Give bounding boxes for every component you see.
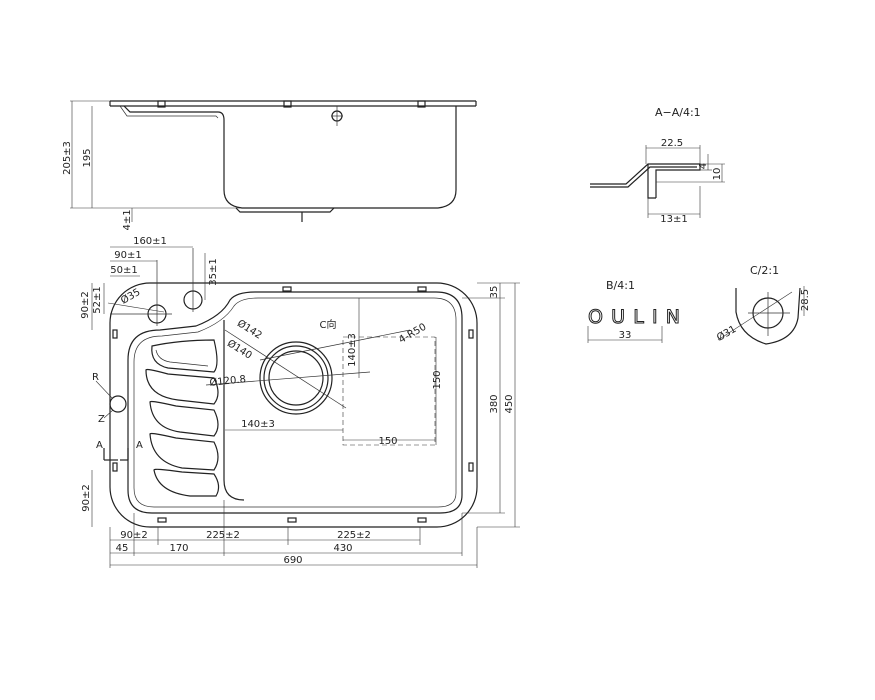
dim-right-380: 380 [489,394,500,413]
dim-bottom-90: 90±2 [120,530,147,541]
detail-c-dim-31: Ø31 [715,323,739,344]
dim-h140: 140±3 [241,419,275,430]
dim-bottom-225b: 225±2 [337,530,371,541]
aa-dim-225: 22.5 [661,138,683,149]
dim-90: 90±1 [114,250,141,261]
aa-dim-13: 13±1 [660,214,687,225]
dim-d120: Ø120.8 [209,373,247,389]
drain-mid [263,345,329,411]
dim-35-top: 35±1 [208,258,219,285]
label-a-left: A [96,440,103,451]
drain-outer [259,341,333,415]
label-a-right: A [136,440,143,451]
dim-d142: Ø142 [235,317,264,341]
dim-160: 160±1 [133,236,167,247]
detail-c-dim-285: 28.5 [800,289,811,311]
dim-tap-hole: Ø35 [119,286,143,307]
aa-dim-10: 10 [712,168,723,181]
centre-box [342,336,436,446]
clip-1 [157,100,166,108]
detail-c-title: C/2:1 [750,264,779,277]
top-elevation-view: 205±3 195 4±1 [62,100,477,231]
clip-marks [112,286,474,523]
label-z: Z [98,414,105,425]
dim-195: 195 [82,148,93,167]
drainboard-ribs [145,339,220,497]
detail-b-dim: 33 [619,330,632,341]
detail-c: C/2:1 28.5 Ø31 [715,264,811,345]
detail-b: B/4:1 OULIN 33 [588,279,681,343]
dim-h150: 150 [378,436,397,447]
dim-left-52: 52±1 [92,286,103,313]
dim-45: 45 [116,543,129,554]
dim-690: 690 [283,555,302,566]
detail-b-logo: OULIN [588,306,680,328]
dim-v140: 140±3 [347,333,358,367]
clip-2 [283,100,292,108]
dim-bottom-225a: 225±2 [206,530,240,541]
drain-inner [268,350,324,406]
dim-v150: 150 [432,370,443,389]
dim-205: 205±3 [62,141,73,175]
aa-dim-4: 4 [698,163,709,169]
label-c-dir: C向 [320,318,337,331]
label-r: R [92,372,99,383]
dim-170: 170 [169,543,188,554]
clip-3 [417,100,426,108]
section-aa: A−A/4:1 22.5 4 10 13±1 [590,106,725,225]
section-aa-title: A−A/4:1 [655,106,701,119]
plan-view: 160±1 90±1 50±1 35±1 Ø35 90±2 52±1 Ø142 … [80,236,520,568]
detail-b-title: B/4:1 [606,279,635,292]
dim-4: 4±1 [122,209,133,230]
dim-left-90: 90±2 [80,291,91,318]
detail-b-circle [109,395,127,413]
dim-right-35: 35 [489,286,500,299]
dim-bottom-left-90: 90±2 [81,484,92,511]
dim-right-450: 450 [504,394,515,413]
dim-d140: Ø140 [225,337,254,361]
dim-r50: 4-R50 [397,322,428,346]
dim-430: 430 [333,543,352,554]
dim-50: 50±1 [110,265,137,276]
